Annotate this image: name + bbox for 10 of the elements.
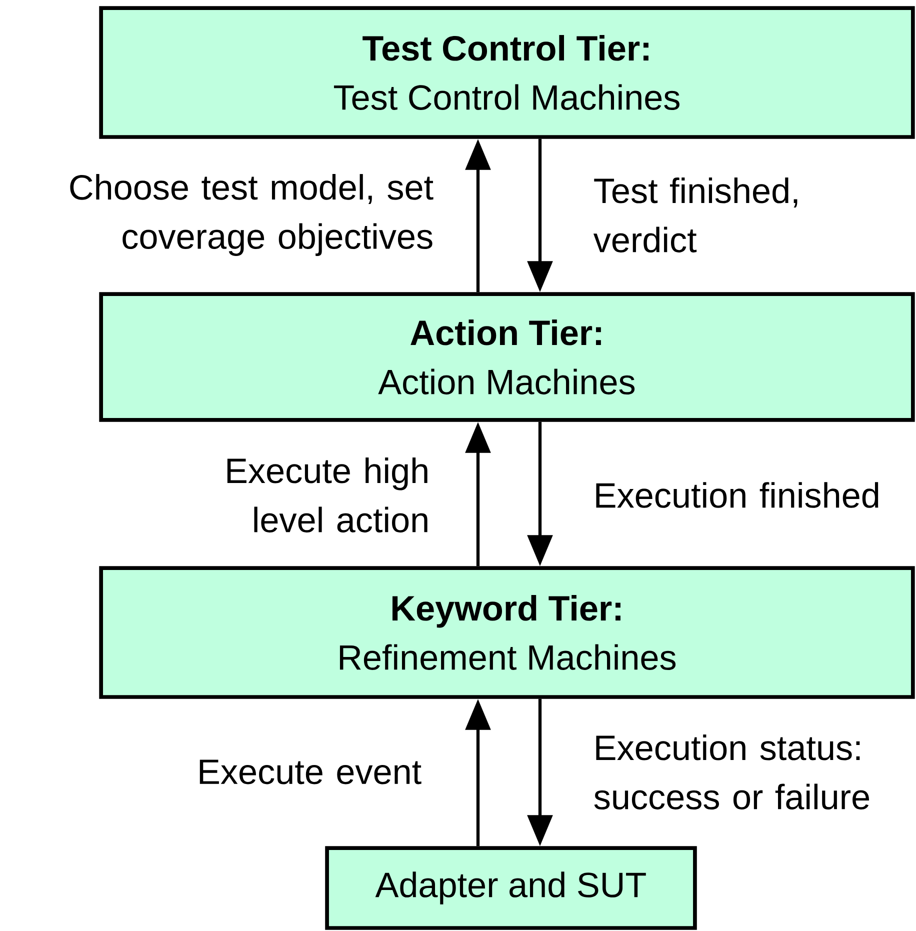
edge-label: Execute high level action: [227, 458, 428, 532]
edge-label: Execute event: [200, 760, 422, 784]
tier-box: Action Tier: Action Machines: [99, 292, 915, 422]
edge-label: Execution finished: [596, 482, 878, 508]
edge-label: Choose test model, set coverage objectives: [70, 174, 434, 256]
tier-box: Keyword Tier: Refinement Machines: [99, 566, 915, 699]
tier-box: Adapter and SUT: [325, 846, 697, 930]
edge-label: Test finished, verdict: [593, 178, 798, 252]
edge-label: Execution status: success or failure: [594, 734, 870, 810]
tier-box: Test Control Tier: Test Control Machines: [99, 6, 915, 139]
